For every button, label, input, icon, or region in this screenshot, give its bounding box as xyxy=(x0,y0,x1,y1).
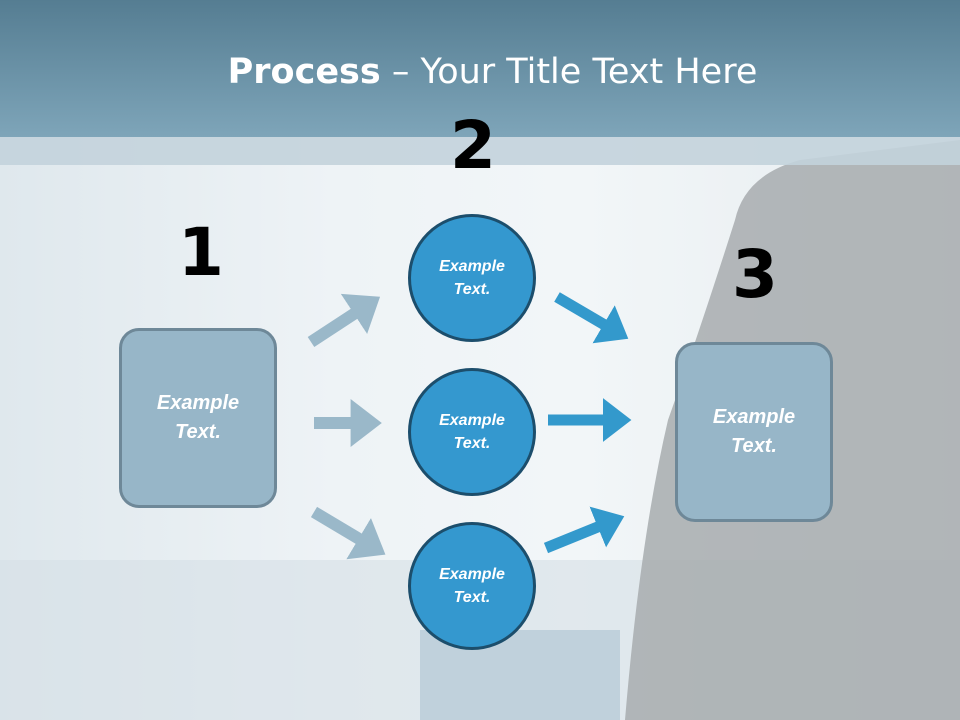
step-1-text: Example Text. xyxy=(156,392,240,443)
circle-text: Example Text. xyxy=(439,412,505,452)
title-bold: Process xyxy=(227,52,381,92)
slide-title: Process – Your Title Text Here xyxy=(0,52,960,92)
step-2-circle-middle: Example Text. xyxy=(408,368,536,496)
arrow-1-to-bottom xyxy=(310,506,386,560)
circle-text: Example Text. xyxy=(439,566,505,606)
step-3-box: Example Text. xyxy=(675,342,833,522)
title-banner xyxy=(0,0,960,137)
step-2-number: 2 xyxy=(450,107,496,184)
circle-text: Example Text. xyxy=(439,258,505,298)
title-subband xyxy=(0,137,960,165)
step-1-box: Example Text. xyxy=(119,328,277,508)
step-2-circle-top: Example Text. xyxy=(408,214,536,342)
title-rest: – Your Title Text Here xyxy=(380,52,758,92)
step-1-number: 1 xyxy=(178,214,224,291)
arrow-bottom-to-3 xyxy=(543,506,625,554)
step-3-number: 3 xyxy=(732,236,778,313)
arrow-top-to-3 xyxy=(554,292,629,344)
step-2-circle-bottom: Example Text. xyxy=(408,522,536,650)
step-3-text: Example Text. xyxy=(712,406,796,457)
arrow-1-to-top xyxy=(307,293,381,348)
